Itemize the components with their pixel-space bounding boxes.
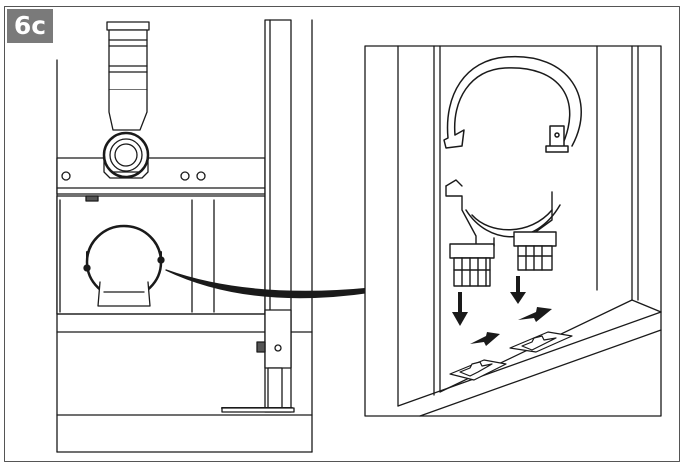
detail-panel [365,46,661,416]
pipe-clamp-open [444,57,581,237]
frame-post [222,20,294,412]
frame-overview [57,20,372,452]
outer-border [5,7,680,462]
mounting-slot-left [450,360,506,380]
step-label: 6c [7,9,53,43]
clamp-foot-right [514,192,556,270]
pipe-clamp-installed [84,226,164,306]
downpipe [107,22,149,130]
arrow-slide-left [470,332,500,346]
arrow-slide-right [518,307,552,322]
arrow-down-left [452,292,468,326]
mounting-slot-right [510,332,572,352]
top-crossbar [57,158,265,194]
pipe-elbow [104,133,148,178]
arrow-down-right [510,276,526,304]
clamp-foot-left [446,180,494,286]
